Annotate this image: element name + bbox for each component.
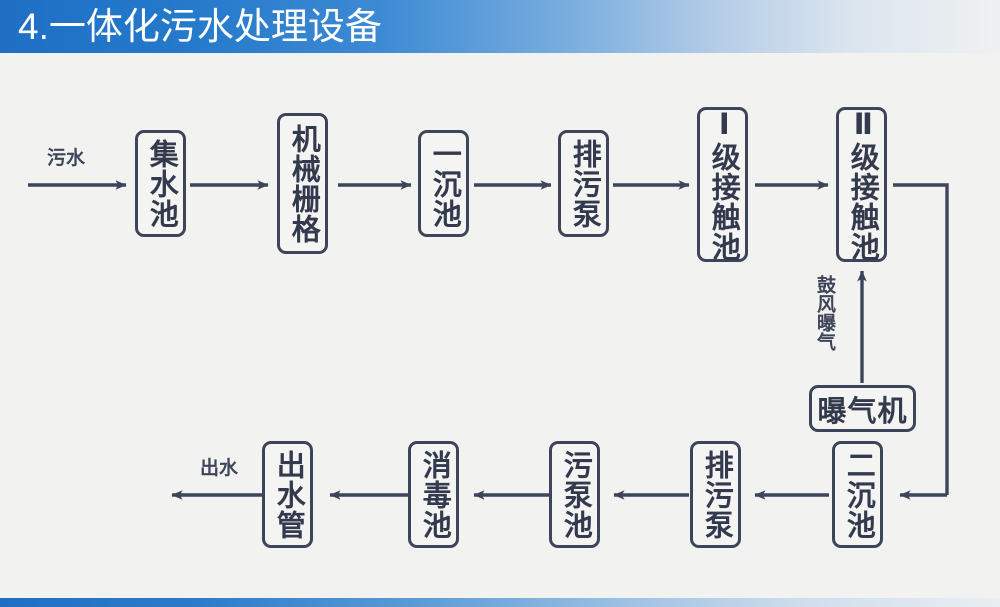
outlet-label: 出水 xyxy=(200,458,239,479)
node-label: 机械栅格 xyxy=(287,123,320,244)
node-effluent-pipe[interactable]: 出水管 xyxy=(262,441,313,548)
node-primary-settling-tank[interactable]: 一沉池 xyxy=(418,130,469,237)
node-label: 曝气机 xyxy=(817,395,908,428)
inlet-label: 污水 xyxy=(47,148,86,169)
title-banner: 4.一体化污水处理设备 xyxy=(0,0,1000,53)
aeration-label: 鼓风曝气 xyxy=(814,275,835,351)
footer-accent-bar xyxy=(0,598,1000,607)
process-flow-diagram: 污水 出水 鼓风曝气 集水池 机械栅格 一沉池 排污泵 Ⅰ级接触池 Ⅱ级接触池 … xyxy=(0,53,1000,598)
node-label: 消毒池 xyxy=(418,449,451,540)
node-sewage-pump-1[interactable]: 排污泵 xyxy=(558,130,609,237)
node-label: 集水池 xyxy=(145,138,178,229)
node-label: Ⅰ级接触池 xyxy=(707,107,740,262)
node-contact-tank-2[interactable]: Ⅱ级接触池 xyxy=(836,107,887,262)
node-label: 排污泵 xyxy=(568,138,601,229)
node-label: 排污泵 xyxy=(700,449,733,540)
node-label: 出水管 xyxy=(272,449,305,540)
connector-lines xyxy=(28,180,949,500)
node-secondary-settling-tank[interactable]: 二沉池 xyxy=(832,441,883,548)
node-label: 污泵池 xyxy=(559,449,592,540)
node-mechanical-grid[interactable]: 机械栅格 xyxy=(277,113,328,254)
page-title: 4.一体化污水处理设备 xyxy=(18,6,382,47)
node-collection-tank[interactable]: 集水池 xyxy=(135,130,186,237)
node-label: Ⅱ级接触池 xyxy=(846,107,879,262)
node-label: 二沉池 xyxy=(842,449,875,540)
node-sewage-pump-2[interactable]: 排污泵 xyxy=(690,441,741,548)
node-sludge-pump-tank[interactable]: 污泵池 xyxy=(549,441,600,548)
node-label: 一沉池 xyxy=(428,138,461,229)
node-aerator[interactable]: 曝气机 xyxy=(809,385,916,432)
node-disinfection-tank[interactable]: 消毒池 xyxy=(408,441,459,548)
node-contact-tank-1[interactable]: Ⅰ级接触池 xyxy=(697,107,748,262)
